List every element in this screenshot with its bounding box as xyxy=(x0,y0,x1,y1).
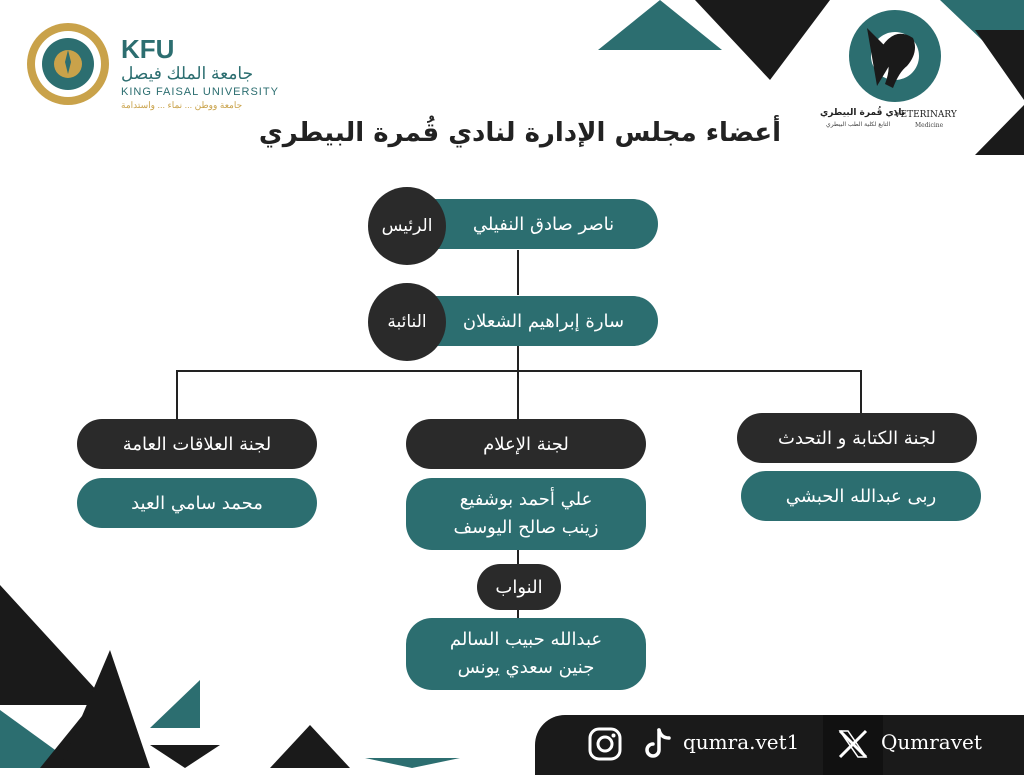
kfu-logo: KFU جامعة الملك فيصل KING FAISAL UNIVERS… xyxy=(25,22,285,112)
medicine-text: Medicine xyxy=(915,122,944,129)
deco-triangle-dark-bottom-4 xyxy=(270,725,350,768)
deco-triangle-dark-top xyxy=(695,0,830,80)
deco-triangle-dark-bottom-3 xyxy=(150,745,220,768)
social-bar: qumra.vet1 Qumravet xyxy=(535,715,1024,775)
media-deputies-label: النواب xyxy=(477,564,561,610)
writing-speaking-committee-title: لجنة الكتابة و التحدث xyxy=(737,413,977,463)
kfu-tagline: جامعة ووطن ... نماء ... واستدامة xyxy=(121,100,243,110)
vice-president-role-badge: النائبة xyxy=(368,283,446,361)
public-relations-committee-title: لجنة العلاقات العامة xyxy=(77,419,317,469)
writing-speaking-member: ربى عبدالله الحبشي xyxy=(741,471,981,521)
media-deputy: جنين سعدي يونس xyxy=(457,657,595,678)
kfu-abbr: KFU xyxy=(121,34,175,64)
connector-left xyxy=(176,370,178,420)
deco-triangle-dark-left xyxy=(0,585,110,705)
kfu-english-name: KING FAISAL UNIVERSITY xyxy=(121,86,279,98)
x-icon[interactable] xyxy=(837,728,869,760)
president-role-badge: الرئيس xyxy=(368,187,446,265)
media-committee-title: لجنة الإعلام xyxy=(406,419,646,469)
aperture-horse-icon xyxy=(849,10,941,102)
club-name: نادي قُمرة البيطري xyxy=(820,108,906,118)
club-logo: نادي قُمرة البيطري التابع لكلية الطب الب… xyxy=(820,8,970,133)
vice-president-name-box: سارة إبراهيم الشعلان xyxy=(405,296,658,346)
connector-president-vp xyxy=(517,250,519,295)
connector-horizontal xyxy=(176,370,862,372)
deco-triangle-dark-right xyxy=(975,30,1024,100)
media-members-box: علي أحمد بوشفيع زينب صالح اليوسف xyxy=(406,478,646,550)
instagram-tiktok-handle[interactable]: qumra.vet1 xyxy=(683,730,800,754)
x-handle[interactable]: Qumravet xyxy=(881,730,982,754)
deco-triangle-teal-top xyxy=(598,0,722,50)
page-title: أعضاء مجلس الإدارة لنادي قُمرة البيطري xyxy=(258,118,782,148)
deco-triangle-dark-right-2 xyxy=(975,105,1024,155)
public-relations-member: محمد سامي العيد xyxy=(77,478,317,528)
media-member: علي أحمد بوشفيع xyxy=(459,489,593,510)
deco-triangle-teal-bottom xyxy=(150,680,200,728)
media-member: زينب صالح اليوسف xyxy=(453,517,599,538)
president-name-box: ناصر صادق النفيلي xyxy=(405,199,658,249)
instagram-icon[interactable] xyxy=(587,726,623,762)
media-deputies-box: عبدالله حبيب السالم جنين سعدي يونس xyxy=(406,618,646,690)
x-icon-box xyxy=(823,715,883,775)
club-subline: التابع لكلية الطب البيطري xyxy=(826,121,891,128)
tiktok-icon[interactable] xyxy=(639,726,675,762)
deco-triangle-teal-bottom-2 xyxy=(365,758,460,768)
deco-triangle-dark-bottom-2 xyxy=(60,650,150,768)
kfu-seal-icon xyxy=(27,23,109,105)
connector-right xyxy=(860,370,862,415)
veterinary-text: VETERINARY xyxy=(894,110,957,120)
media-deputy: عبدالله حبيب السالم xyxy=(449,629,603,650)
connector-vp-branch xyxy=(517,345,519,420)
kfu-arabic-name: جامعة الملك فيصل xyxy=(121,64,254,83)
